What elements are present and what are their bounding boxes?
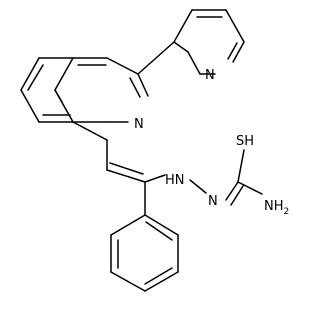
amine-subscript: 2: [284, 207, 290, 217]
hydrazone-n-label: N: [208, 194, 218, 209]
thiol-label: SH: [236, 134, 254, 149]
molecule-diagram: N N HN N SH NH2: [20, 9, 289, 292]
pyridine-ring: [173, 9, 245, 75]
pyridine-nitrogen-label: N: [205, 68, 215, 83]
phenyl-ring: [110, 181, 179, 292]
amine-nh: NH: [264, 199, 284, 214]
structure-canvas: N N HN N SH NH2: [20, 9, 289, 292]
hydrazone-chain: [144, 149, 263, 206]
biaryl-bond: [137, 41, 175, 75]
isoquinoline-nitrogen-label: N: [134, 117, 144, 132]
hydrazone-nh-label: HN: [165, 173, 185, 188]
vinyl-linker: [106, 139, 146, 183]
isoquinoline-benzo-ring: [20, 57, 108, 141]
amine-label: NH2: [264, 199, 289, 217]
isoquinoline-hetero-ring: [54, 57, 149, 123]
